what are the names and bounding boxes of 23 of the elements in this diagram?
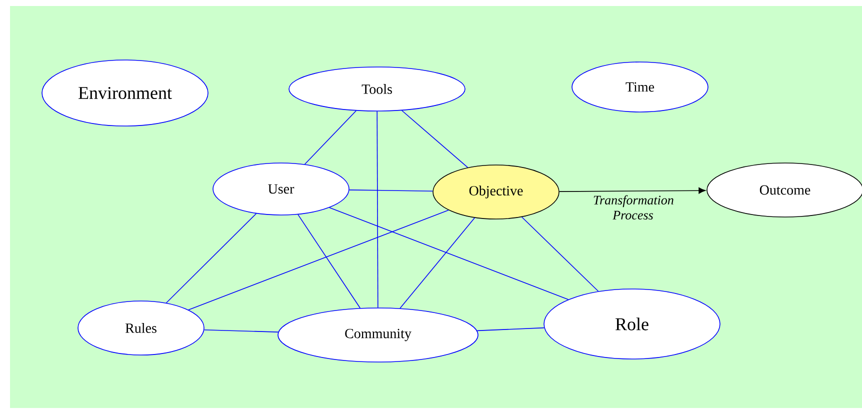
ellipse-node: Tools (288, 66, 466, 112)
ellipse-node: Outcome (706, 162, 862, 218)
ellipse-node: User (212, 162, 350, 216)
ellipse-node: Community (278, 308, 478, 362)
connector-line (304, 110, 357, 165)
connector-line (204, 329, 279, 332)
ellipse-node: Time (572, 62, 708, 112)
connector-line (188, 210, 449, 310)
connector-line (401, 110, 468, 168)
arrow (559, 187, 706, 194)
connector-line (166, 213, 257, 304)
ellipse-node: Environment (42, 60, 208, 126)
ellipse-node: Role (544, 288, 720, 360)
connector-line (329, 207, 569, 300)
connector-line (400, 217, 476, 309)
connector-line (476, 327, 545, 332)
connector-line (376, 111, 378, 308)
connector-line (521, 216, 599, 292)
connector-line (298, 214, 360, 308)
ellipse-node: Objective (432, 164, 560, 220)
connector-line (348, 190, 434, 192)
edge-label: Transformation Process (592, 194, 674, 221)
ellipse-node: Rules (78, 300, 204, 356)
